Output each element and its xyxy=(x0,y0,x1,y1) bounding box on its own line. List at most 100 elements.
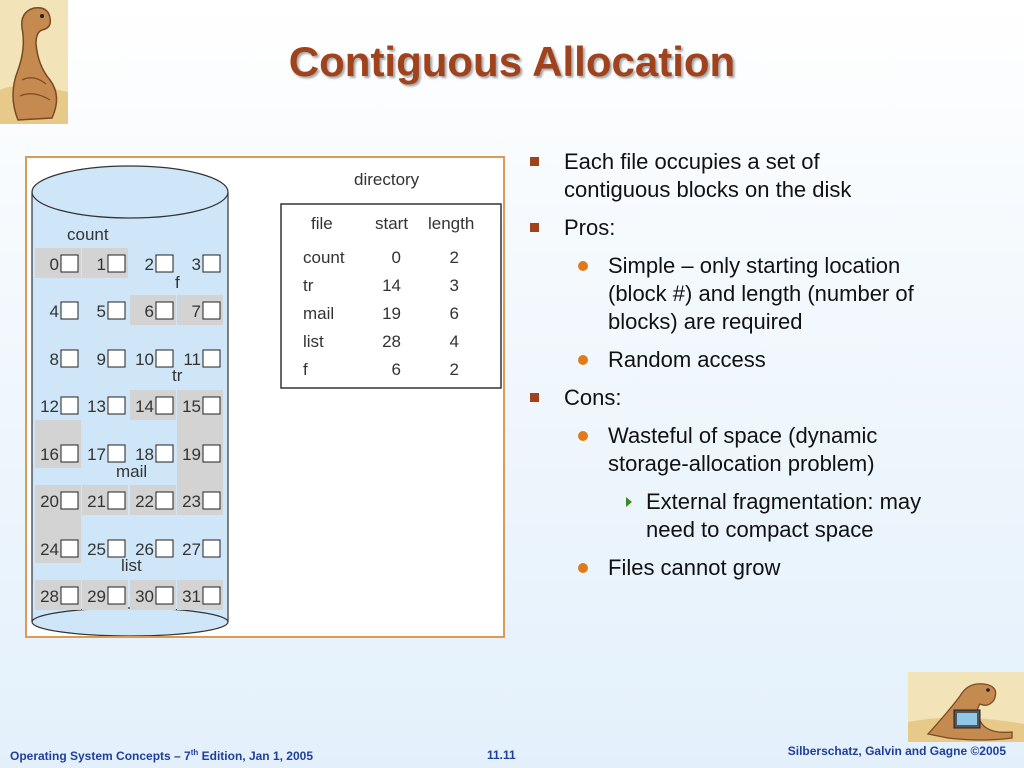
bullet-item: Files cannot grow xyxy=(528,554,928,582)
block-number: 12 xyxy=(40,397,59,416)
block-square xyxy=(155,254,174,273)
disk-block-4: 4 xyxy=(50,301,79,321)
disk-block-23: 23 xyxy=(182,491,221,511)
disk-block-7: 7 xyxy=(192,301,221,321)
block-square xyxy=(155,396,174,415)
block-number: 13 xyxy=(87,397,106,416)
block-square xyxy=(202,586,221,605)
table-cell-file: list xyxy=(303,332,324,351)
disk-block-3: 3 xyxy=(192,254,221,274)
table-cell-length: 4 xyxy=(450,332,459,351)
disk-block-6: 6 xyxy=(145,301,174,321)
dinosaur-laptop-logo-icon xyxy=(908,672,1024,742)
block-square xyxy=(107,444,126,463)
block-number: 9 xyxy=(97,350,106,369)
block-number: 18 xyxy=(135,445,154,464)
table-cell-start: 28 xyxy=(382,332,401,351)
dot-bullet-icon xyxy=(578,563,588,573)
block-number: 26 xyxy=(135,540,154,559)
table-cell-file: count xyxy=(303,248,345,267)
block-square xyxy=(202,396,221,415)
block-span-connector xyxy=(177,420,223,438)
disk-block-19: 19 xyxy=(182,444,221,464)
label-list: list xyxy=(121,556,142,575)
block-square xyxy=(60,301,79,320)
dot-bullet-icon xyxy=(578,431,588,441)
bullet-item: Cons: xyxy=(528,384,928,412)
block-square xyxy=(155,539,174,558)
disk-block-1: 1 xyxy=(97,254,126,274)
block-number: 24 xyxy=(40,540,59,559)
block-square xyxy=(107,491,126,510)
table-cell-start: 14 xyxy=(382,276,401,295)
table-cell-start: 6 xyxy=(392,360,401,379)
block-square xyxy=(202,254,221,273)
block-square xyxy=(155,349,174,368)
directory-table xyxy=(280,203,502,389)
block-square xyxy=(107,586,126,605)
block-square xyxy=(155,301,174,320)
disk-block-10: 10 xyxy=(135,349,174,369)
footer-slide-number: 11.11 xyxy=(487,748,516,762)
block-number: 10 xyxy=(135,350,154,369)
dinosaur-logo-icon xyxy=(0,0,68,124)
block-number: 0 xyxy=(50,255,59,274)
block-square xyxy=(107,539,126,558)
block-square xyxy=(60,539,79,558)
directory-label: directory xyxy=(354,170,420,189)
table-cell-file: f xyxy=(303,360,308,379)
block-span-connector xyxy=(35,515,81,533)
block-number: 4 xyxy=(50,302,59,321)
slide-footer: Operating System Concepts – 7th Edition,… xyxy=(0,744,1024,768)
header-length: length xyxy=(428,214,474,233)
disk-block-17: 17 xyxy=(87,444,126,464)
square-bullet-icon xyxy=(530,157,539,166)
block-square xyxy=(107,349,126,368)
block-span-connector xyxy=(35,420,81,438)
disk-block-12: 12 xyxy=(40,396,79,416)
disk-block-2: 2 xyxy=(145,254,174,274)
block-number: 27 xyxy=(182,540,201,559)
block-square xyxy=(60,491,79,510)
block-number: 5 xyxy=(97,302,106,321)
label-f: f xyxy=(175,273,180,292)
header-start: start xyxy=(375,214,408,233)
label-tr: tr xyxy=(172,366,183,385)
disk-block-20: 20 xyxy=(40,491,79,511)
footer-copyright: Silberschatz, Galvin and Gagne ©2005 xyxy=(787,744,1006,758)
table-cell-start: 0 xyxy=(392,248,401,267)
block-square xyxy=(202,349,221,368)
block-square xyxy=(155,491,174,510)
disk-block-25: 25 xyxy=(87,539,126,559)
disk-block-15: 15 xyxy=(182,396,221,416)
block-square xyxy=(107,301,126,320)
block-square xyxy=(60,349,79,368)
disk-block-0: 0 xyxy=(50,254,79,274)
disk-block-5: 5 xyxy=(97,301,126,321)
block-number: 11 xyxy=(183,350,201,369)
disk-block-24: 24 xyxy=(40,539,79,559)
block-number: 2 xyxy=(145,255,154,274)
bullet-item: Random access xyxy=(528,346,928,374)
block-number: 14 xyxy=(135,397,154,416)
table-cell-file: tr xyxy=(303,276,314,295)
table-cell-start: 19 xyxy=(382,304,401,323)
block-square xyxy=(202,491,221,510)
block-number: 29 xyxy=(87,587,106,606)
block-square xyxy=(107,254,126,273)
block-square xyxy=(60,444,79,463)
disk-block-28: 28 xyxy=(40,586,79,606)
disk-block-21: 21 xyxy=(87,491,126,511)
disk-top xyxy=(31,165,229,219)
block-square xyxy=(202,539,221,558)
block-number: 30 xyxy=(135,587,154,606)
block-square xyxy=(60,254,79,273)
footer-book-title: Operating System Concepts – 7th Edition,… xyxy=(10,748,314,763)
block-square xyxy=(60,586,79,605)
block-span-connector xyxy=(177,468,223,485)
disk-block-8: 8 xyxy=(50,349,79,369)
square-bullet-icon xyxy=(530,393,539,402)
block-number: 22 xyxy=(135,492,154,511)
block-square xyxy=(202,444,221,463)
